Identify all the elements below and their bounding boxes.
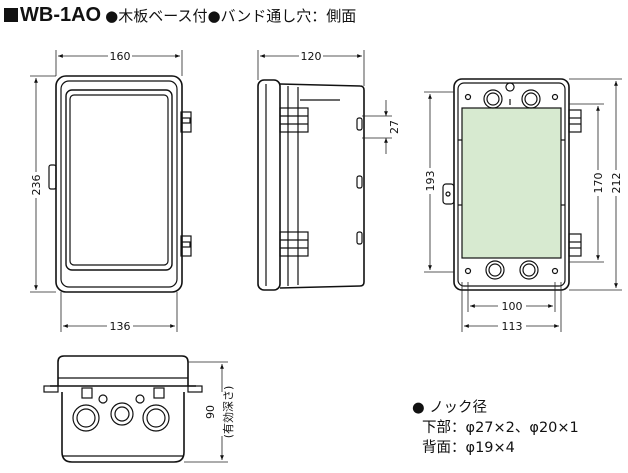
dim-back-212: 212 — [610, 173, 623, 194]
dim-back-170: 170 — [592, 173, 605, 194]
dim-back-193: 193 — [424, 171, 437, 192]
dim-side-depth: 120 — [301, 50, 322, 63]
bottom-view — [43, 355, 203, 463]
dim-front-width-top: 160 — [110, 50, 131, 63]
model-number: WB-1AO — [20, 4, 102, 26]
back-view — [442, 78, 582, 291]
front-view — [48, 75, 192, 293]
model-description: ●木板ベース付●バンド通し穴：側面 — [105, 7, 357, 25]
side-view — [257, 79, 365, 291]
front-dimensions — [30, 50, 183, 332]
mounting-board — [461, 107, 562, 259]
title-square-icon — [4, 8, 18, 22]
dim-bottom-depth: 90 — [204, 405, 217, 419]
side-dimensions — [257, 50, 392, 154]
notes-line-bottom: 下部：φ27×2、φ20×1 — [422, 420, 579, 436]
dim-back-113: 113 — [502, 320, 523, 333]
notes-title: ● ノック径 — [412, 400, 487, 416]
dim-back-100: 100 — [502, 300, 523, 313]
dim-front-height: 236 — [30, 175, 43, 196]
dim-bottom-depth-note: (有効深さ) — [221, 386, 235, 439]
dim-front-width-bottom: 136 — [110, 320, 131, 333]
dim-band-spacing: 27 — [388, 120, 401, 134]
knockout-notes: ● ノック径 下部：φ27×2、φ20×1 背面：φ19×4 — [412, 398, 579, 458]
notes-line-back: 背面：φ19×4 — [422, 440, 515, 456]
diagram-title: WB-1AO●木板ベース付●バンド通し穴：側面 — [4, 4, 356, 27]
